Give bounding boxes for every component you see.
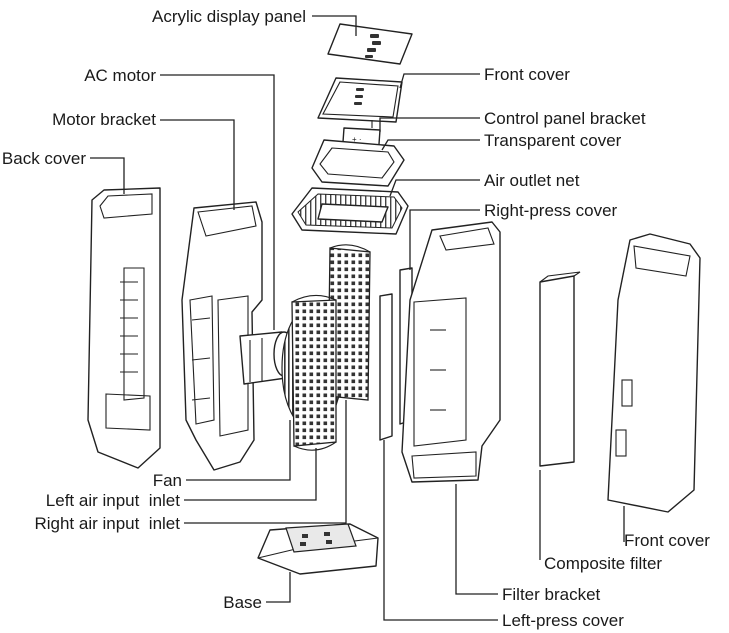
label-back-cover: Back cover xyxy=(2,149,86,168)
label-acrylic-display-panel: Acrylic display panel xyxy=(152,7,306,26)
label-right-air-input-inlet: Right air input inlet xyxy=(34,514,180,533)
label-front-cover-bottom: Front cover xyxy=(624,531,710,550)
back-cover-part xyxy=(87,187,161,469)
label-filter-bracket: Filter bracket xyxy=(502,585,601,604)
front-cover-part xyxy=(607,233,701,513)
label-left-press-cover: Left-press cover xyxy=(502,611,624,630)
label-motor-bracket: Motor bracket xyxy=(52,110,156,129)
left-press-cover-part xyxy=(379,293,393,441)
filter-bracket-part xyxy=(401,221,501,483)
svg-text:+ ·: + · xyxy=(352,135,362,144)
label-right-press-cover: Right-press cover xyxy=(484,201,618,220)
label-composite-filter: Composite filter xyxy=(544,554,662,573)
front-cover-plate-part xyxy=(317,77,403,123)
transparent-cover-part xyxy=(311,139,405,187)
label-air-outlet-net: Air outlet net xyxy=(484,171,580,190)
label-base: Base xyxy=(223,593,262,612)
base-part xyxy=(257,523,379,575)
label-left-air-input-inlet: Left air input inlet xyxy=(46,491,180,510)
acrylic-display-panel-part xyxy=(327,23,413,65)
label-transparent-cover: Transparent cover xyxy=(484,131,622,150)
motor-bracket-part xyxy=(181,201,263,471)
label-fan: Fan xyxy=(153,471,182,490)
leader-lines xyxy=(90,15,625,621)
label-front-cover-top: Front cover xyxy=(484,65,570,84)
left-air-input-inlet-part xyxy=(291,294,337,451)
labels: Acrylic display panel AC motor Motor bra… xyxy=(2,7,710,630)
label-control-panel-bracket: Control panel bracket xyxy=(484,109,646,128)
label-ac-motor: AC motor xyxy=(84,66,156,85)
composite-filter-part xyxy=(539,271,581,467)
air-outlet-net-part xyxy=(291,187,409,235)
